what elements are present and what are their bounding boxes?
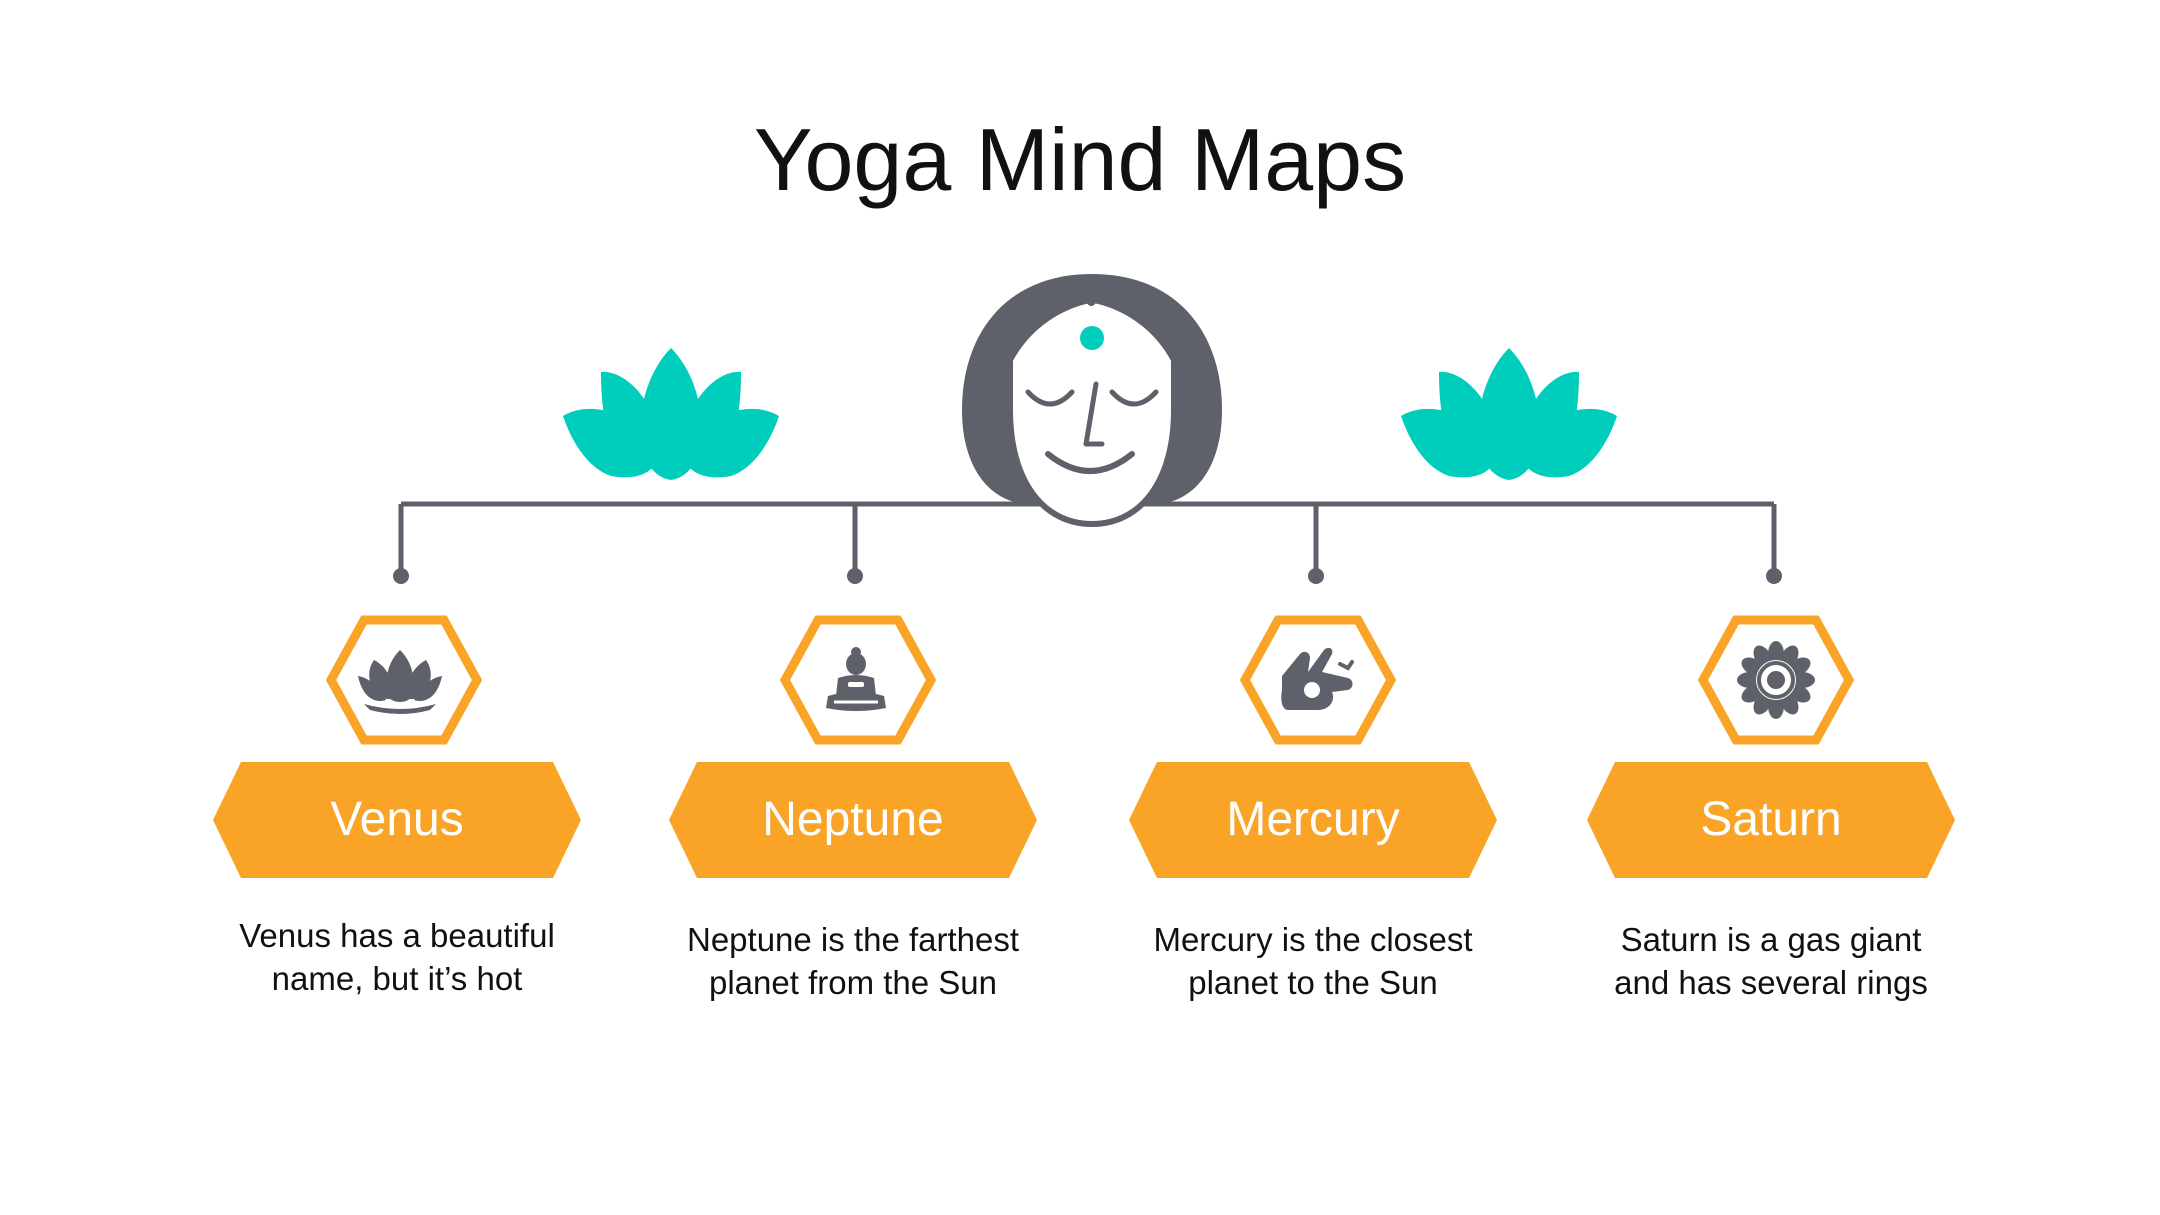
node-description-venus: Venus has a beautiful name, but it’s hot [239,917,555,997]
lotus-icon [563,348,779,480]
connector-dot [1766,568,1782,584]
node-neptune [669,615,1037,878]
page-title: Yoga Mind Maps [753,110,1407,209]
connector-dots [393,568,1782,584]
node-venus [213,615,581,878]
label-banner [669,762,1037,878]
mandala-chakra-icon [1737,641,1815,719]
node-label-neptune: Neptune [762,793,944,846]
connector-dot [1308,568,1324,584]
node-saturn [1587,615,1955,878]
meditating-woman-face-icon [962,274,1222,528]
node-description-neptune: Neptune is the farthest planet from the … [686,921,1020,1001]
lotus-icon [1401,348,1617,480]
node-label-saturn: Saturn [1700,793,1842,846]
node-description-mercury: Mercury is the closest planet to the Sun [1153,921,1473,1001]
connector-dot [393,568,409,584]
label-banner [1129,762,1497,878]
connector-dot [847,568,863,584]
label-banner [1587,762,1955,878]
node-mercury [1129,615,1497,878]
mudra-hand-icon [1281,647,1354,710]
node-label-mercury: Mercury [1226,793,1400,846]
node-label-venus: Venus [330,793,464,846]
node-description-saturn: Saturn is a gas giant and has several ri… [1614,921,1928,1001]
label-banner [213,762,581,878]
lotus-flower-icon [358,650,442,714]
meditating-buddha-icon [826,647,886,711]
